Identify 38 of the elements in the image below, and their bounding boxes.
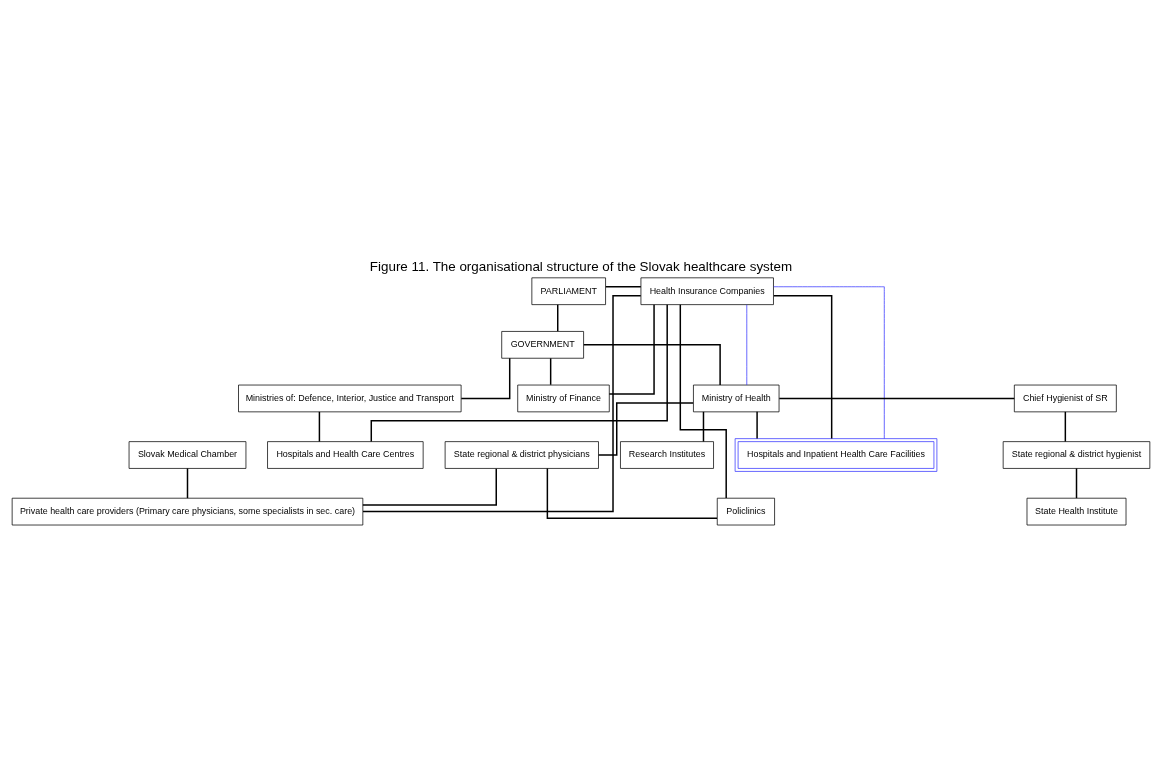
connector xyxy=(549,357,552,385)
node-box: PARLIAMENT xyxy=(531,276,606,305)
node-box: State Health Institute xyxy=(1026,497,1127,525)
connector xyxy=(460,357,511,399)
node-box: GOVERNMENT xyxy=(501,330,584,359)
node-box: State regional & district hygienist xyxy=(1002,440,1151,469)
connector xyxy=(605,285,642,287)
connector xyxy=(1064,410,1067,442)
diagram-title: Figure 11. The organisational structure of the Slovak healthcare system xyxy=(369,258,793,274)
connector xyxy=(318,410,321,442)
node-box: Ministry of Health xyxy=(693,384,780,412)
connector xyxy=(679,303,727,499)
connector xyxy=(597,401,694,456)
connector xyxy=(608,303,655,395)
connector xyxy=(362,467,497,506)
connector xyxy=(773,285,885,439)
node-box: Chief Hygienist of SR xyxy=(1013,384,1117,412)
connector xyxy=(583,343,721,386)
connector xyxy=(186,467,189,499)
connector xyxy=(702,410,705,442)
connector xyxy=(778,397,1016,399)
node-box: Research Institutes xyxy=(620,440,714,469)
node-box: Policlinics xyxy=(716,497,775,525)
connector xyxy=(370,303,668,442)
connector xyxy=(557,303,559,332)
node-box: Private health care providers (Primary care physicians, some specialists in sec. care) xyxy=(11,497,364,525)
node-box: Slovak Medical Chamber xyxy=(128,440,247,469)
node-box: Ministry of Finance xyxy=(517,384,610,412)
connector xyxy=(546,467,718,519)
connector xyxy=(746,303,748,385)
node-box: Hospitals and Health Care Centres xyxy=(267,440,424,469)
connector xyxy=(362,294,642,512)
node-box: State regional & district physicians xyxy=(444,440,599,469)
connector xyxy=(1075,467,1078,499)
connector xyxy=(773,294,833,439)
node-box: Ministries of: Defence, Interior, Justice and Transport xyxy=(238,384,462,412)
node-box: Health Insurance Companies xyxy=(640,276,774,305)
connector xyxy=(756,410,758,439)
